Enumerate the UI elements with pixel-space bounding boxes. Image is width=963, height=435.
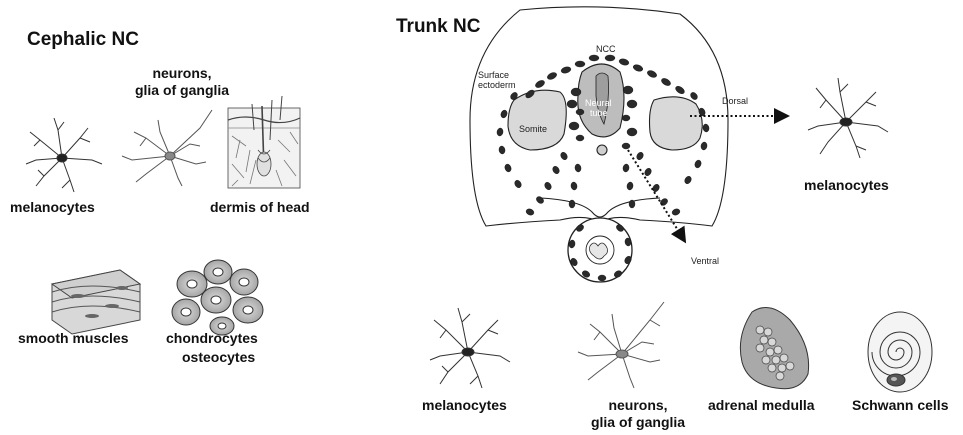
chondrocyte-cluster-icon	[172, 260, 263, 335]
surface-ectoderm-label-1: Surface	[478, 70, 509, 80]
trunk-ventral-melanocyte-icon	[430, 308, 510, 388]
cephalic-title: Cephalic NC	[27, 29, 139, 51]
somite-left	[508, 90, 566, 150]
ncc-label: NCC	[596, 44, 616, 54]
ventral-arrow	[628, 150, 684, 240]
notochord	[597, 145, 607, 155]
cephalic-neurons-label-2: glia of ganglia	[122, 82, 242, 98]
cephalic-smooth-muscles-label: smooth muscles	[18, 330, 128, 346]
ventral-label: Ventral	[691, 256, 719, 266]
dorsal-label: Dorsal	[722, 96, 748, 106]
trunk-dorsal-melanocyte-icon	[808, 78, 888, 158]
schwann-cell-icon	[868, 312, 932, 392]
somite-label: Somite	[519, 124, 547, 134]
trunk-ventral-neuron-icon	[578, 302, 664, 388]
cephalic-neurons-label-1: neurons,	[132, 65, 232, 81]
cephalic-melanocytes-label: melanocytes	[10, 199, 95, 215]
cephalic-osteocytes-label: osteocytes	[182, 349, 255, 365]
skin-section-icon	[228, 96, 300, 188]
trunk-dorsal-melanocytes-label: melanocytes	[804, 177, 889, 193]
adrenal-medulla-icon	[740, 308, 808, 389]
neural-tube-label-1: Neural	[585, 98, 612, 108]
cephalic-melanocyte-icon	[26, 118, 102, 192]
schwann-cells-label: Schwann cells	[852, 397, 948, 413]
trunk-ventral-melanocytes-label: melanocytes	[422, 397, 507, 413]
adrenal-medulla-label: adrenal medulla	[708, 397, 815, 413]
trunk-ventral-neurons-label-2: glia of ganglia	[578, 414, 698, 430]
surface-ectoderm-label-2: ectoderm	[478, 80, 516, 90]
trunk-title: Trunk NC	[396, 16, 480, 38]
somite-right	[650, 97, 703, 150]
trunk-ventral-neurons-label-1: neurons,	[588, 397, 688, 413]
cephalic-chondrocytes-label: chondrocytes	[166, 330, 258, 346]
neural-tube-label-2: tube	[590, 108, 608, 118]
smooth-muscle-icon	[52, 270, 140, 334]
cephalic-dermis-label: dermis of head	[210, 199, 310, 215]
cephalic-neuron-icon	[122, 110, 212, 186]
